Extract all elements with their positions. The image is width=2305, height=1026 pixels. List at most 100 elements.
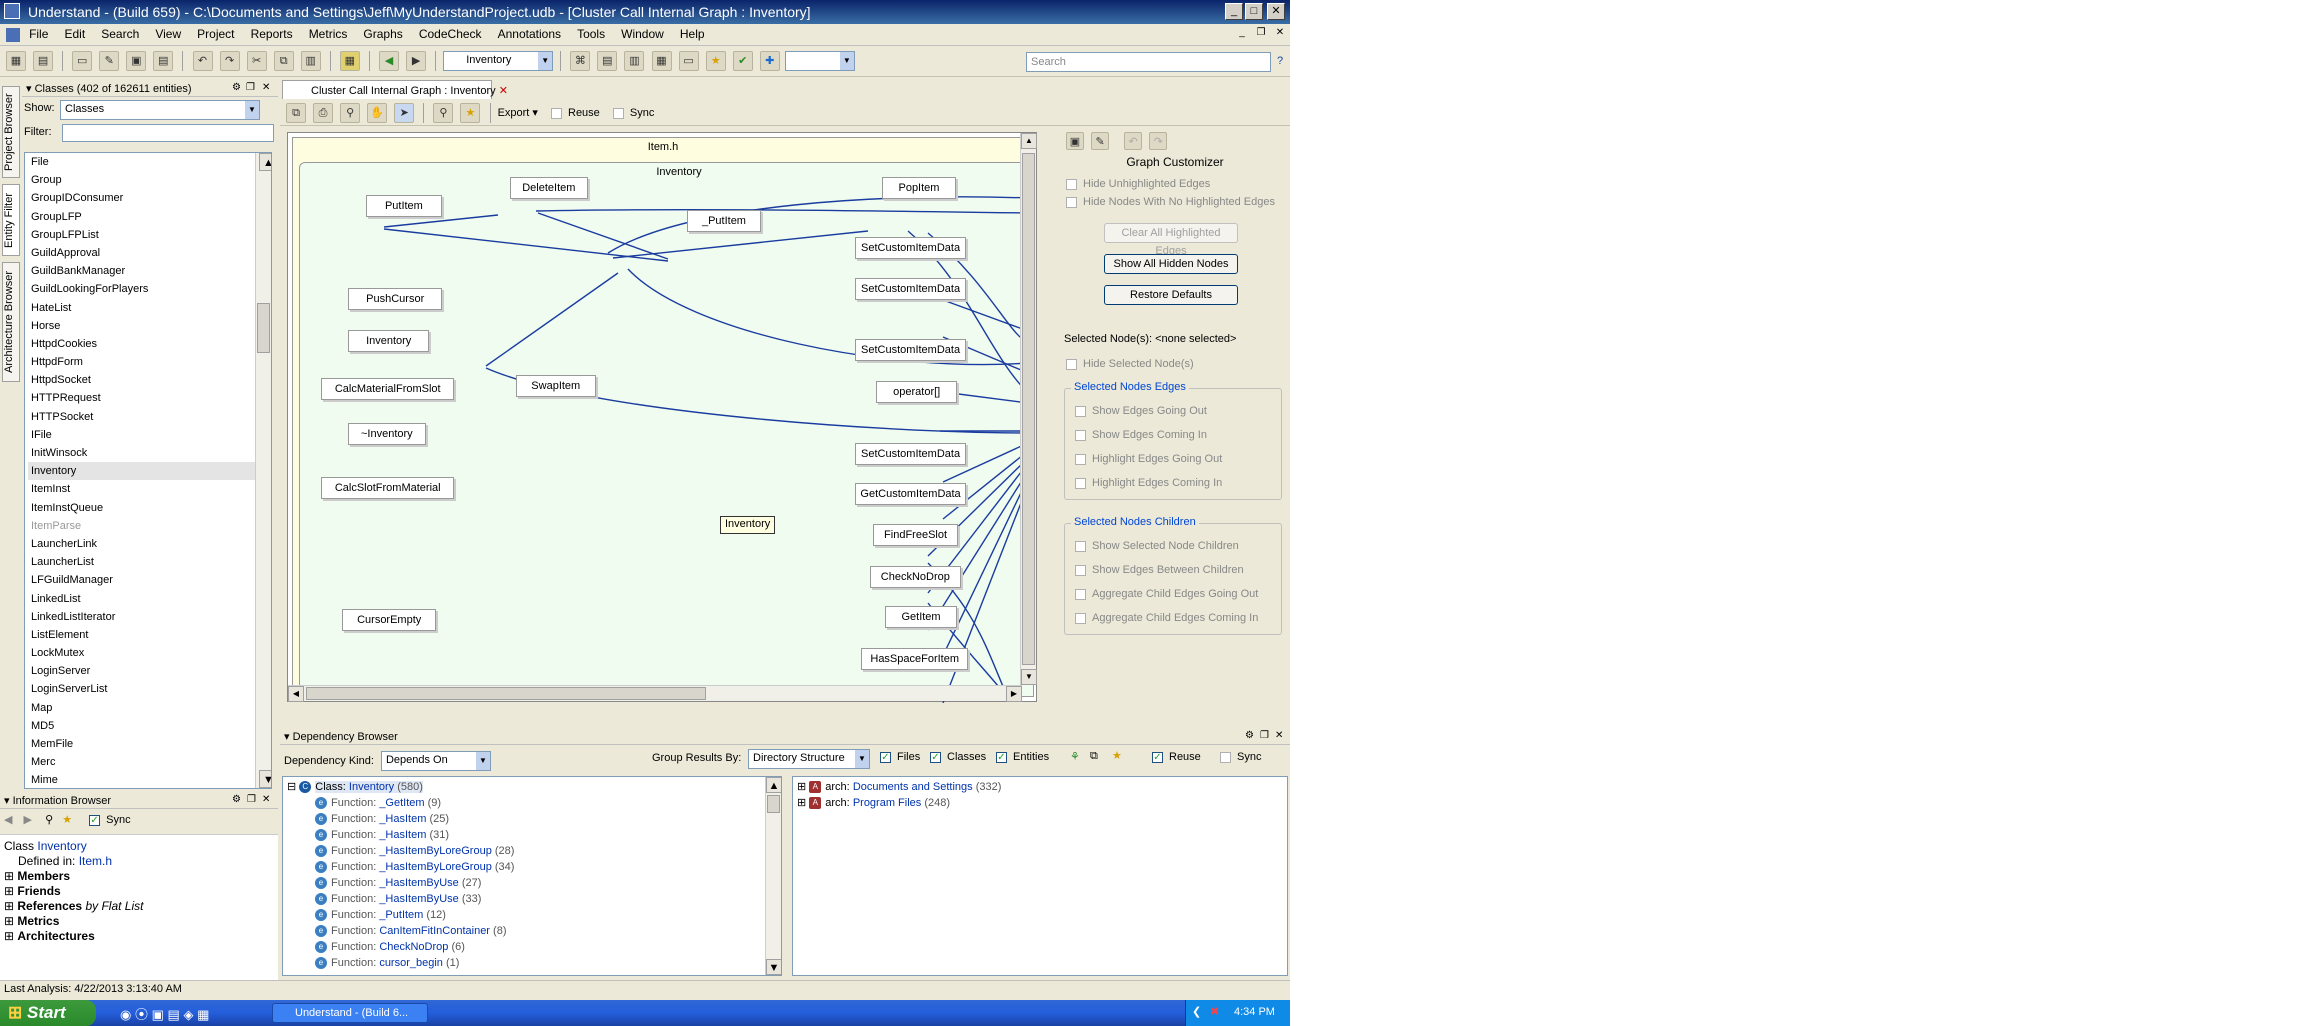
pan-hand-icon[interactable]: ✋ — [367, 103, 388, 123]
scroll-down-icon[interactable]: ▼ — [766, 959, 781, 975]
class-list-scrollbar[interactable]: ▲ ▼ — [255, 153, 271, 788]
edit-icon[interactable]: ✎ — [99, 51, 120, 71]
pane-close-icon[interactable]: ✕ — [262, 82, 271, 93]
graph-icon[interactable]: ⌘ — [570, 51, 591, 71]
class-list-item[interactable]: MD5 — [31, 719, 55, 732]
close-icon[interactable]: ✕ — [1267, 3, 1285, 20]
hide-unhighlighted-option[interactable]: Hide Unhighlighted Edges — [1066, 178, 1210, 190]
pane-settings-icon[interactable]: ⚙ — [232, 82, 241, 93]
class-list-item[interactable]: LFGuildManager — [31, 574, 113, 587]
sync-checkbox[interactable] — [612, 107, 624, 119]
highlight-edges-in-option[interactable]: Highlight Edges Coming In — [1075, 477, 1222, 489]
class-list-item[interactable]: LoginServer — [31, 665, 91, 678]
scope-combo[interactable]: ▼ — [784, 51, 855, 71]
graph-node[interactable]: PopItem — [882, 177, 956, 199]
scroll-thumb[interactable] — [257, 303, 270, 353]
cut-icon[interactable]: ✂ — [246, 51, 267, 71]
graph-node[interactable]: GetCustomItemData — [855, 483, 967, 505]
graph-node[interactable]: Inventory — [348, 330, 430, 352]
sync-checkbox[interactable] — [89, 814, 101, 826]
pane-close-icon[interactable]: ✕ — [1275, 730, 1284, 741]
maximize-icon[interactable]: □ — [1245, 3, 1263, 20]
graph-node[interactable]: _PutItem — [687, 210, 761, 232]
class-list-item[interactable]: Map — [31, 701, 53, 714]
close-tab-icon[interactable]: ✕ — [498, 85, 508, 97]
class-list-item[interactable]: ItemInstQueue — [31, 501, 104, 514]
info-row-friends[interactable]: ⊞ Friends — [4, 884, 61, 898]
class-list-item[interactable]: InitWinsock — [31, 447, 88, 459]
aggregate-in-option[interactable]: Aggregate Child Edges Coming In — [1075, 612, 1258, 624]
menu-project[interactable]: Project — [197, 27, 235, 41]
info-row-references[interactable]: ⊞ References by Flat List — [4, 899, 144, 913]
class-list-item[interactable]: GroupLFPList — [31, 228, 99, 241]
mdi-close-icon[interactable]: ✕ — [1275, 27, 1285, 38]
menu-tools[interactable]: Tools — [577, 27, 606, 41]
scroll-down-icon[interactable]: ▼ — [1021, 669, 1037, 685]
redo-icon[interactable]: ↷ — [1149, 132, 1168, 150]
minimize-icon[interactable]: _ — [1225, 3, 1243, 20]
info-row-architectures[interactable]: ⊞ Architectures — [4, 929, 95, 943]
graph-node[interactable]: ~Inventory — [348, 423, 426, 445]
open-book-icon[interactable]: ▤ — [33, 51, 54, 71]
pane-float-icon[interactable]: ❐ — [1260, 730, 1269, 741]
scroll-thumb[interactable] — [306, 687, 706, 700]
save-all-icon[interactable]: ▤ — [153, 51, 174, 71]
reuse-checkbox[interactable] — [1152, 751, 1163, 763]
hide-selected-option[interactable]: Hide Selected Node(s) — [1066, 358, 1194, 370]
help-icon[interactable]: ? — [1277, 55, 1284, 67]
save-icon[interactable]: ▣ — [1066, 132, 1084, 150]
show-edges-between-option[interactable]: Show Edges Between Children — [1075, 564, 1244, 576]
classes-checkbox[interactable] — [930, 751, 941, 763]
report-icon[interactable]: ▤ — [597, 51, 618, 71]
restore-defaults-button[interactable]: Restore Defaults — [1104, 285, 1238, 305]
defined-in-link[interactable]: Item.h — [78, 854, 113, 868]
tray-arrow-icon[interactable]: ❮ — [1192, 1006, 1202, 1018]
menu-metrics[interactable]: Metrics — [308, 27, 348, 41]
class-list-item[interactable]: ItemInst — [31, 483, 71, 496]
split-icon[interactable]: ▦ — [651, 51, 672, 71]
menu-annotations[interactable]: Annotations — [497, 27, 561, 41]
quick-launch-icon[interactable]: ◉ — [120, 1007, 132, 1022]
entity-combo[interactable]: Inventory▼ — [443, 51, 554, 71]
graph-node[interactable]: SetCustomItemData — [855, 442, 967, 465]
quick-launch-icon[interactable]: ◈ — [183, 1007, 194, 1022]
forward-icon[interactable]: ▶ — [23, 814, 32, 826]
graph-tab[interactable]: Cluster Call Internal Graph : Inventory … — [282, 80, 508, 99]
class-list-item[interactable]: LoginServerList — [31, 683, 108, 696]
graph-node[interactable]: SwapItem — [516, 375, 596, 397]
menu-view[interactable]: View — [155, 27, 182, 41]
graph-node[interactable]: HasSpaceForItem — [861, 648, 969, 670]
graph-node[interactable]: operator[] — [876, 381, 958, 403]
class-list-item[interactable]: GuildLookingForPlayers — [31, 283, 149, 296]
pane-close-icon[interactable]: ✕ — [262, 794, 271, 805]
scroll-thumb[interactable] — [1022, 153, 1035, 665]
copy-icon[interactable]: ⧉ — [286, 103, 306, 123]
class-name-link[interactable]: Inventory — [37, 839, 87, 853]
menu-help[interactable]: Help — [679, 27, 705, 41]
scroll-left-icon[interactable]: ◀ — [288, 686, 304, 702]
taskbar-item-understand[interactable]: Understand - (Build 6... — [272, 1003, 428, 1023]
graph-node[interactable]: PutItem — [366, 195, 442, 217]
graph-hscroll[interactable]: ◀ ▶ — [288, 685, 1022, 702]
graph-node[interactable]: CalcSlotFromMaterial — [321, 477, 455, 499]
scroll-down-icon[interactable]: ▼ — [259, 769, 271, 788]
graph-node[interactable]: CalcMaterialFromSlot — [321, 378, 455, 400]
group-results-select[interactable]: Directory Structure▼ — [748, 749, 870, 769]
pane-float-icon[interactable]: ❐ — [246, 82, 255, 93]
class-list-item[interactable]: Horse — [31, 319, 61, 332]
build-icon[interactable]: ▦ — [339, 51, 360, 71]
copy-icon[interactable]: ⧉ — [273, 51, 294, 71]
files-checkbox[interactable] — [880, 751, 891, 763]
undo-icon[interactable]: ↶ — [1124, 132, 1143, 150]
class-list-item[interactable]: HttpdSocket — [31, 374, 91, 387]
tab-architecture-browser[interactable]: Architecture Browser — [2, 262, 20, 382]
tab-entity-filter[interactable]: Entity Filter — [2, 184, 20, 256]
class-list-item[interactable]: ItemParse — [31, 519, 82, 532]
